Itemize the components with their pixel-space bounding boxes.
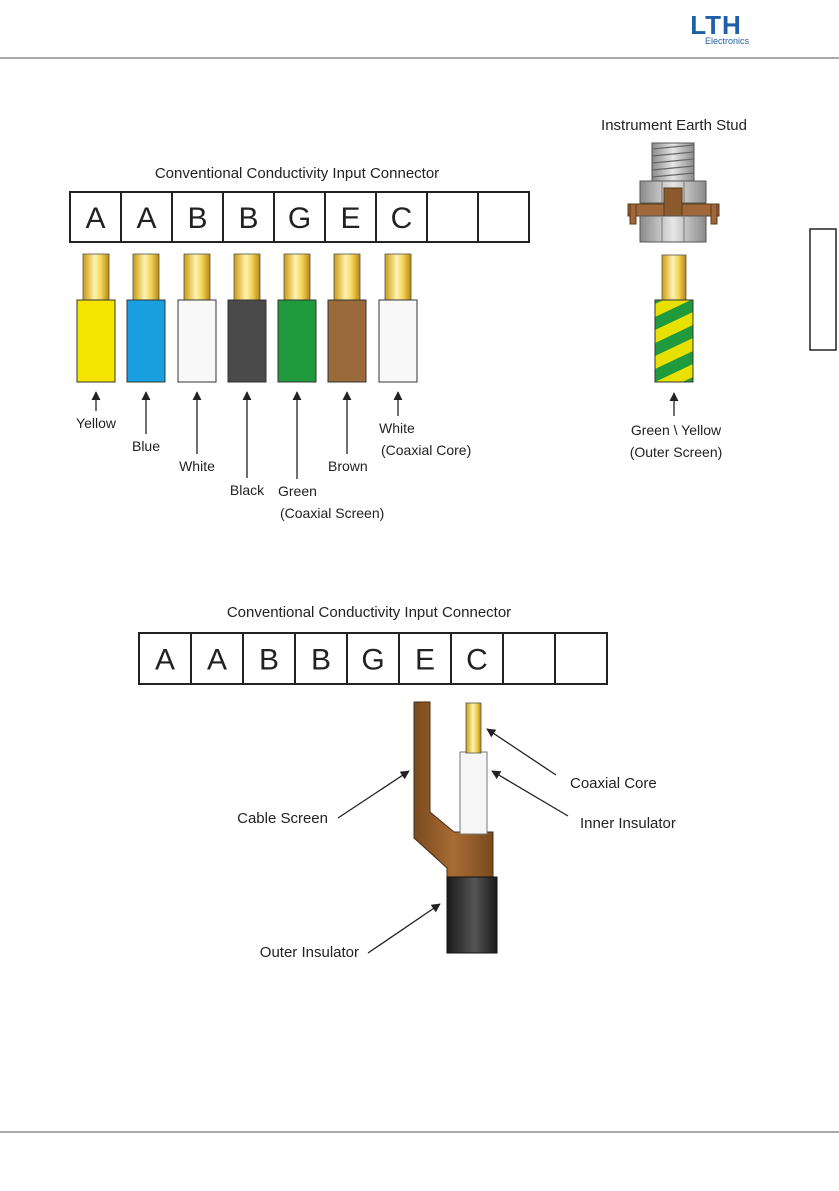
diagram-2-terminal-label: C bbox=[466, 644, 488, 677]
diagram-1-terminal-cell bbox=[222, 191, 275, 243]
earth-stud-title: Instrument Earth Stud bbox=[601, 117, 747, 134]
wire-insulation bbox=[378, 299, 418, 383]
wire-insulation bbox=[277, 299, 317, 383]
coaxial-core-shape bbox=[465, 702, 482, 754]
logo-text: LTH bbox=[690, 10, 742, 40]
diagram-2-terminal-cell bbox=[242, 632, 296, 685]
wire-conductor bbox=[233, 253, 261, 303]
wire-insulation bbox=[177, 299, 217, 383]
wire-label: (Coaxial Screen) bbox=[280, 505, 384, 521]
wire-label: Brown bbox=[328, 458, 368, 474]
earth-wire-conductor bbox=[661, 254, 687, 302]
wire-label: Yellow bbox=[76, 415, 117, 431]
diagram-1-terminal-label: A bbox=[85, 202, 105, 235]
cable-screen-arrow bbox=[337, 770, 410, 819]
page-header: LTH Electronics bbox=[0, 10, 839, 59]
logo-subtext: Electronics bbox=[705, 36, 750, 46]
earth-wire-insulation bbox=[654, 299, 694, 383]
earth-stud: Instrument Earth Stud Green \ bbox=[601, 117, 747, 460]
outer-insulator-shape bbox=[446, 876, 498, 954]
stud-lower-nut bbox=[639, 215, 707, 243]
wire-label: Blue bbox=[132, 438, 160, 454]
diagram-1-terminal-cell bbox=[69, 191, 122, 243]
earth-wire-stripe bbox=[655, 312, 693, 343]
earth-wire-label-line-2: (Outer Screen) bbox=[630, 444, 723, 460]
diagram-2-title: Conventional Conductivity Input Connecto… bbox=[227, 604, 511, 621]
wire-conductor bbox=[82, 253, 110, 303]
outer-insulator-arrow bbox=[367, 903, 441, 954]
diagram-2-terminal-label: B bbox=[259, 644, 279, 677]
earth-wire-stripe bbox=[655, 364, 693, 382]
wire-label: Green bbox=[278, 483, 317, 499]
diagram-2-terminal-cell bbox=[554, 632, 608, 685]
coaxial-core-arrow bbox=[486, 728, 557, 776]
diagram-1-terminal-cell bbox=[324, 191, 377, 243]
diagram-1-terminal-label: C bbox=[391, 202, 413, 235]
cable-screen-shape bbox=[413, 701, 494, 881]
outer-insulator-label: Outer Insulator bbox=[260, 944, 359, 961]
wire-insulation bbox=[76, 299, 116, 383]
wire-conductor bbox=[283, 253, 311, 303]
diagram-2-terminal-label: B bbox=[311, 644, 331, 677]
diagram-2-terminal-cell bbox=[190, 632, 244, 685]
wire-label: Black bbox=[230, 482, 265, 498]
wire-conductor bbox=[183, 253, 211, 303]
diagram-1-terminal-cell bbox=[120, 191, 173, 243]
cable-screen-label: Cable Screen bbox=[237, 810, 328, 827]
diagram-1-terminal-label: A bbox=[136, 202, 156, 235]
earth-wire-stripe bbox=[655, 300, 691, 317]
diagram-1-terminal-label: B bbox=[187, 202, 207, 235]
wire-conductor bbox=[132, 253, 160, 303]
diagram-1-title: Conventional Conductivity Input Connecto… bbox=[155, 165, 439, 182]
diagram-1-terminal-label: G bbox=[288, 202, 311, 235]
wire-label: White bbox=[379, 420, 415, 436]
wire-insulation bbox=[227, 299, 267, 383]
diagram-1-terminal-cell bbox=[426, 191, 479, 243]
coaxial-core-label: Coaxial Core bbox=[570, 775, 657, 792]
diagram-1-terminal-label: B bbox=[238, 202, 258, 235]
diagram-2-terminal-label: G bbox=[361, 644, 384, 677]
diagram-1-terminal-cell bbox=[171, 191, 224, 243]
diagram-2-terminal-cell bbox=[294, 632, 348, 685]
diagram-1: Conventional Conductivity Input Connecto… bbox=[69, 165, 530, 521]
diagram-2-terminal-label: E bbox=[415, 644, 435, 677]
diagram-2: Conventional Conductivity Input Connecto… bbox=[138, 604, 676, 961]
wire-insulation bbox=[126, 299, 166, 383]
earth-wire-label-line-1: Green \ Yellow bbox=[631, 422, 722, 438]
wire-insulation bbox=[327, 299, 367, 383]
earth-wire-stripe bbox=[655, 338, 693, 369]
inner-insulator-label: Inner Insulator bbox=[580, 815, 676, 832]
diagram-2-terminal-label: A bbox=[207, 644, 227, 677]
inner-insulator-arrow bbox=[491, 770, 569, 817]
wire-label: White bbox=[179, 458, 215, 474]
diagram-2-terminal-label: A bbox=[155, 644, 175, 677]
wire-label: (Coaxial Core) bbox=[381, 442, 471, 458]
stud-thread-lines bbox=[651, 144, 695, 178]
wire-conductor bbox=[333, 253, 361, 303]
wire-conductor bbox=[384, 253, 412, 303]
diagram-1-terminal-label: E bbox=[340, 202, 360, 235]
inner-insulator-shape bbox=[459, 751, 488, 835]
diagram-2-terminal-cell bbox=[502, 632, 556, 685]
side-tab bbox=[809, 228, 837, 351]
diagram-1-terminal-cell bbox=[477, 191, 530, 243]
